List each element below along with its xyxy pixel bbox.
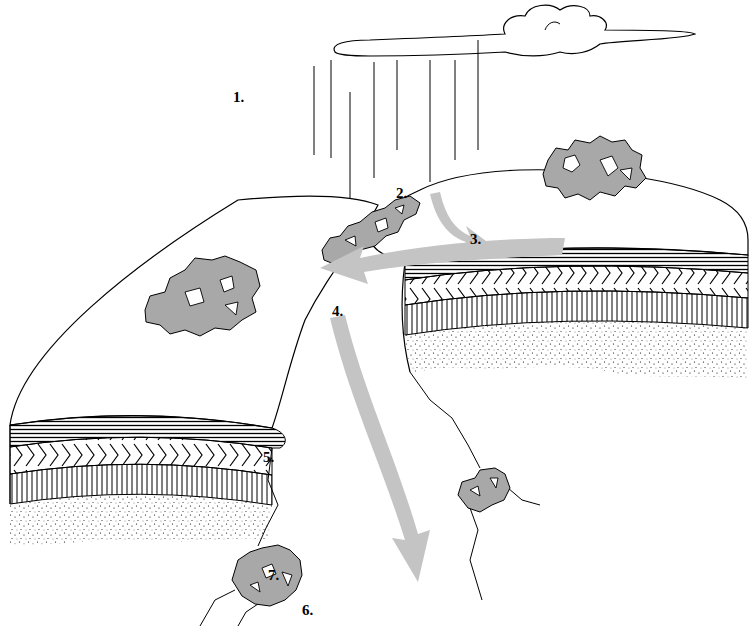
runoff-arrow bbox=[320, 238, 565, 284]
shrub-gap bbox=[220, 276, 234, 292]
shrub-gap-group bbox=[185, 276, 238, 315]
rain-line bbox=[430, 60, 431, 182]
shrub-gap bbox=[185, 288, 204, 306]
shrub-gap bbox=[470, 486, 480, 496]
rain-line bbox=[350, 92, 351, 198]
callout-number: 3. bbox=[470, 232, 481, 247]
shrubs bbox=[145, 136, 646, 606]
shrub bbox=[145, 256, 260, 336]
rock-layer bbox=[10, 494, 272, 544]
callout-number: 5. bbox=[263, 450, 274, 465]
callout-number: 4. bbox=[332, 304, 343, 319]
shrub-gap bbox=[563, 155, 580, 172]
mesa-edge bbox=[10, 425, 11, 504]
crack-line bbox=[258, 448, 278, 546]
shrub-gaps bbox=[185, 155, 632, 592]
rain-line bbox=[397, 60, 398, 150]
cloud-detail bbox=[545, 22, 560, 30]
crack-line bbox=[200, 590, 235, 626]
flow-arrows bbox=[320, 192, 565, 582]
shrub-gap bbox=[282, 572, 292, 586]
rain-line bbox=[374, 62, 375, 178]
rain-line bbox=[331, 60, 332, 158]
rain-lines bbox=[314, 40, 478, 198]
shrub-gap bbox=[225, 302, 238, 315]
shrub-gap bbox=[345, 236, 356, 246]
callout-number: 1. bbox=[233, 90, 244, 105]
rain-cloud bbox=[334, 5, 695, 56]
callout-number: 2. bbox=[396, 186, 407, 201]
shrub bbox=[458, 468, 510, 512]
rain-line bbox=[314, 66, 315, 155]
callout-number: 7. bbox=[268, 568, 279, 583]
cloud-outline bbox=[334, 5, 695, 56]
rock-layer bbox=[405, 321, 748, 380]
mesa-top bbox=[10, 196, 378, 428]
shrub-gap bbox=[620, 168, 632, 180]
rain-line bbox=[455, 60, 456, 160]
crack-line bbox=[470, 508, 482, 600]
shrub-gap bbox=[395, 205, 404, 214]
rain-line bbox=[478, 40, 479, 150]
right-mesa bbox=[372, 170, 748, 380]
runoff-arrow bbox=[330, 315, 430, 582]
shrub bbox=[232, 545, 302, 606]
crack-line bbox=[410, 372, 480, 468]
crack-line bbox=[238, 604, 258, 626]
runoff-arrow bbox=[430, 192, 490, 252]
crack-line bbox=[508, 488, 540, 505]
shrub-gap bbox=[250, 582, 260, 592]
shrub-gap bbox=[490, 478, 498, 488]
mesa-edge bbox=[402, 262, 410, 372]
shrub-gap bbox=[600, 156, 618, 176]
shrub bbox=[543, 136, 646, 200]
callout-number: 6. bbox=[302, 603, 313, 618]
shrub-gap bbox=[375, 218, 388, 232]
